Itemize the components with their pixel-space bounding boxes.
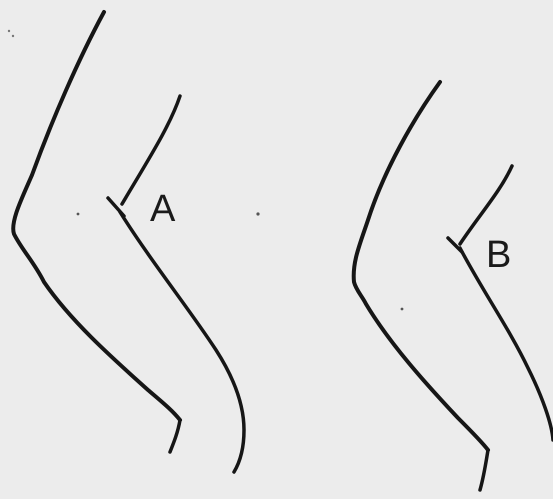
speck <box>12 35 14 37</box>
figure-a-label: A <box>150 190 175 228</box>
figure-b-inner-forearm <box>460 248 553 440</box>
speck <box>77 213 80 216</box>
speck <box>8 30 10 32</box>
figure-a-inner-forearm <box>120 212 244 472</box>
speck <box>401 308 404 311</box>
figure-b-label: B <box>486 236 511 274</box>
speck <box>256 212 259 215</box>
figure-b-inner-upper <box>460 166 512 244</box>
figure-b-outer-end-hook <box>480 450 488 490</box>
figure-a-outer-end-hook <box>170 420 180 452</box>
figure-b-outer-contour <box>354 82 488 450</box>
